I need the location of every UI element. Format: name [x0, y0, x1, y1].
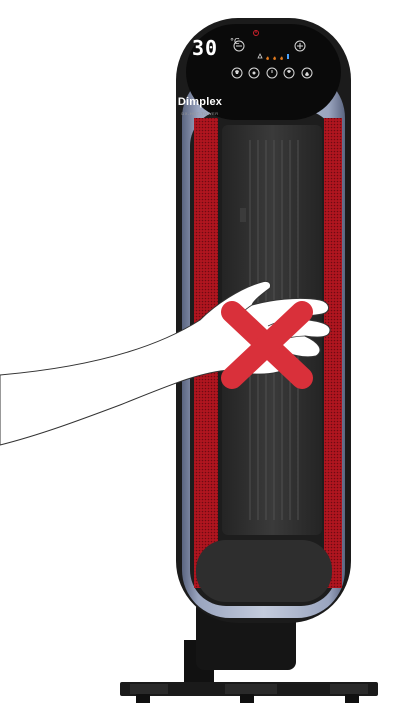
brand-logo: Dimplex: [150, 96, 250, 108]
snowflake-icon: [287, 54, 289, 59]
bottom-panel: [196, 540, 332, 602]
temperature-unit: °C: [230, 37, 240, 46]
heating-element-right: [324, 118, 342, 588]
model-label: DX-HOT-TOWER: [150, 111, 250, 116]
temperature-readout: 30: [180, 36, 230, 60]
